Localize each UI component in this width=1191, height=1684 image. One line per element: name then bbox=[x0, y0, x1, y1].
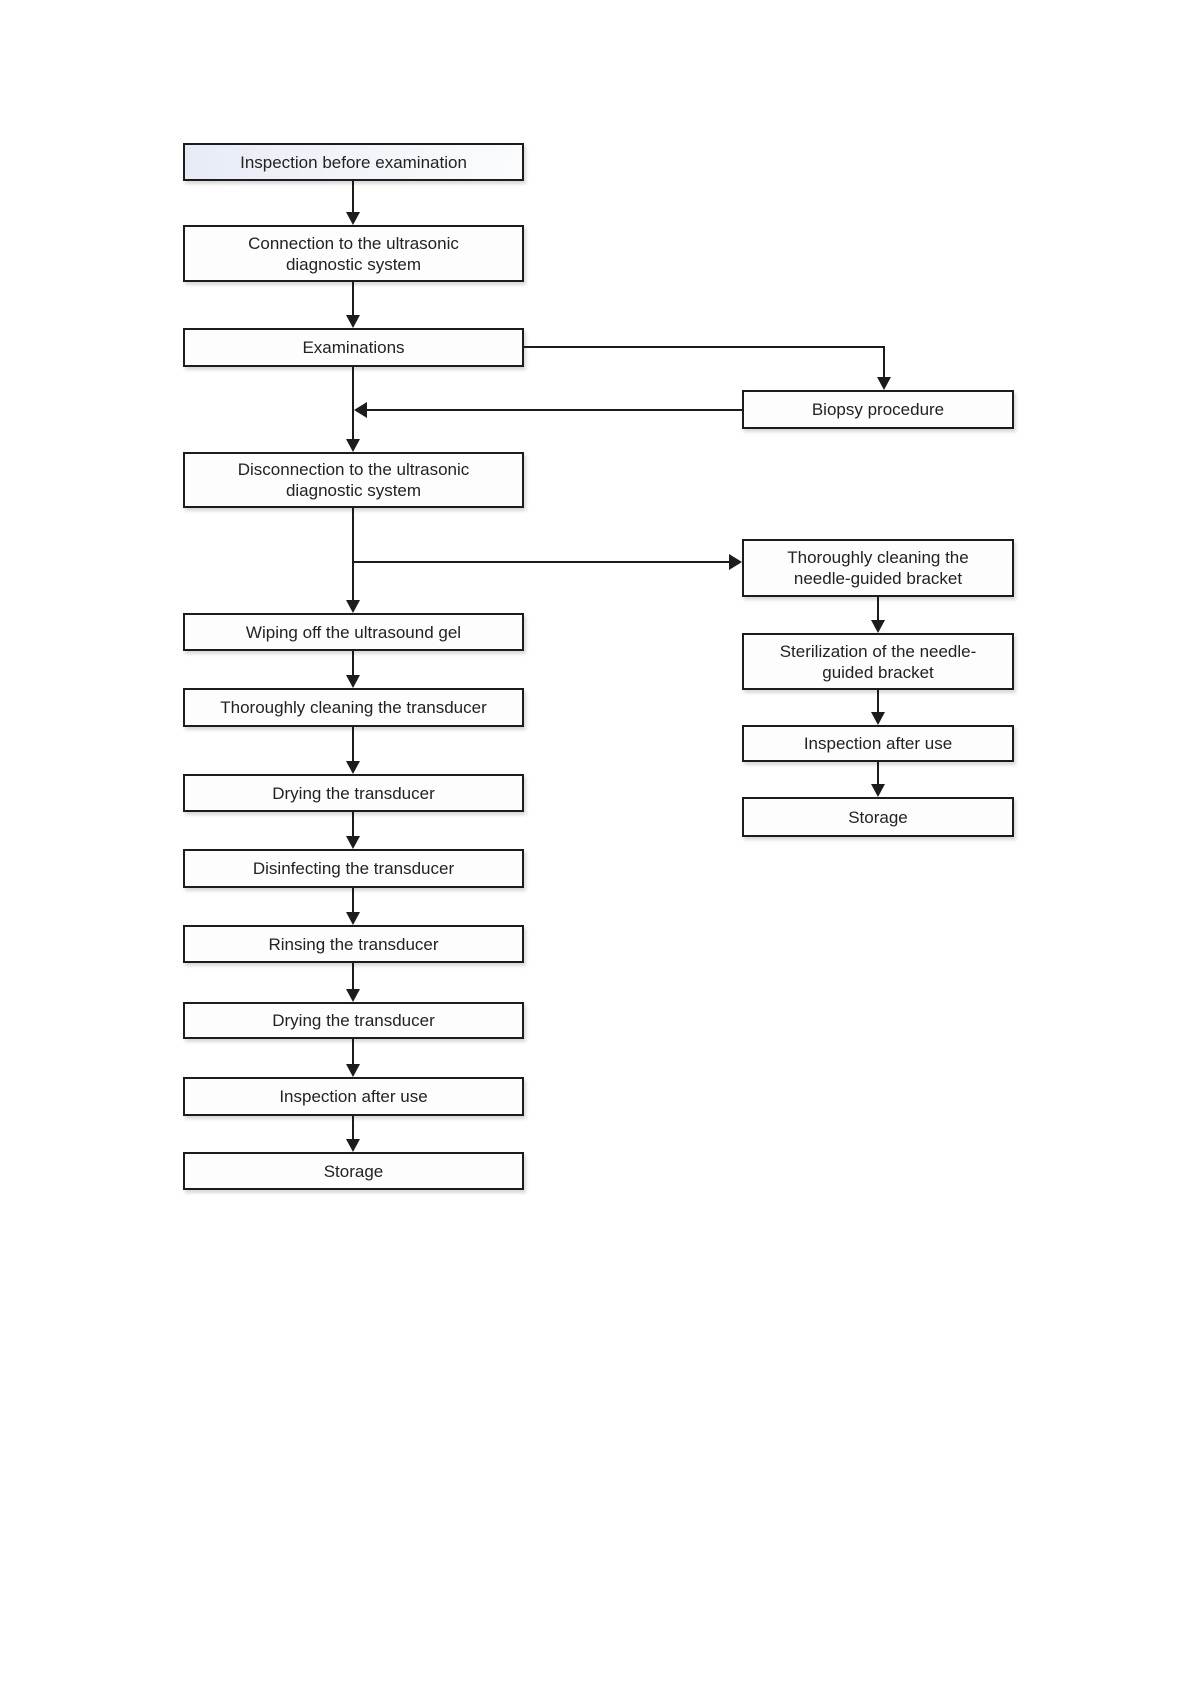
connector-bracket-cleaning-to-sterilization-line bbox=[877, 597, 879, 622]
flow-node-disinfecting-transducer: Disinfecting the transducer bbox=[183, 849, 524, 888]
connector-drying1-to-disinfecting-line bbox=[352, 812, 354, 838]
flow-node-sterilization-needle-guided-bracket: Sterilization of the needle- guided brac… bbox=[742, 633, 1014, 690]
connector-wiping-to-cleaning-line bbox=[352, 651, 354, 677]
flow-node-rinsing-transducer: Rinsing the transducer bbox=[183, 925, 524, 963]
arrowhead-down-icon bbox=[346, 315, 360, 328]
connector-cleaning-to-drying1-line bbox=[352, 727, 354, 763]
arrowhead-down-icon bbox=[346, 439, 360, 452]
arrowhead-down-icon bbox=[346, 212, 360, 225]
arrowhead-down-icon bbox=[346, 600, 360, 613]
arrowhead-down-icon bbox=[877, 377, 891, 390]
connector-examinations-to-disconnection-line bbox=[352, 367, 354, 441]
arrowhead-down-icon bbox=[346, 1139, 360, 1152]
flow-node-examinations: Examinations bbox=[183, 328, 524, 367]
flow-node-connection-to-ultrasonic-system: Connection to the ultrasonic diagnostic … bbox=[183, 225, 524, 282]
connector-biopsy-return-hline bbox=[365, 409, 742, 411]
flow-node-disconnection-to-ultrasonic-system: Disconnection to the ultrasonic diagnost… bbox=[183, 452, 524, 508]
flow-node-drying-transducer-1: Drying the transducer bbox=[183, 774, 524, 812]
arrowhead-down-icon bbox=[871, 712, 885, 725]
connector-inspection-to-connection-line bbox=[352, 181, 354, 214]
flow-node-biopsy-procedure: Biopsy procedure bbox=[742, 390, 1014, 429]
arrowhead-down-icon bbox=[346, 761, 360, 774]
connector-rinsing-to-drying2-line bbox=[352, 963, 354, 991]
connector-disinfecting-to-rinsing-line bbox=[352, 888, 354, 914]
arrowhead-down-icon bbox=[346, 675, 360, 688]
flow-node-thoroughly-cleaning-transducer: Thoroughly cleaning the transducer bbox=[183, 688, 524, 727]
connector-inspection-to-storage-line bbox=[352, 1116, 354, 1141]
arrowhead-down-icon bbox=[346, 1064, 360, 1077]
flow-node-wiping-off-ultrasound-gel: Wiping off the ultrasound gel bbox=[183, 613, 524, 651]
arrowhead-down-icon bbox=[346, 836, 360, 849]
arrowhead-down-icon bbox=[871, 620, 885, 633]
flow-node-inspection-before-examination: Inspection before examination bbox=[183, 143, 524, 181]
flow-node-thoroughly-cleaning-needle-guided-bracket: Thoroughly cleaning the needle-guided br… bbox=[742, 539, 1014, 597]
arrowhead-down-icon bbox=[346, 989, 360, 1002]
flow-node-inspection-after-use-right: Inspection after use bbox=[742, 725, 1014, 762]
flow-node-storage-left: Storage bbox=[183, 1152, 524, 1190]
connector-sterilization-to-inspection-line bbox=[877, 690, 879, 714]
connector-drying2-to-inspection-line bbox=[352, 1039, 354, 1066]
connector-examinations-to-biopsy-vline bbox=[883, 346, 885, 379]
connector-connection-to-examinations-line bbox=[352, 282, 354, 317]
connector-disconnection-to-wiping-line bbox=[352, 508, 354, 602]
arrowhead-left-icon bbox=[354, 402, 367, 418]
connector-inspection-to-storage-right-line bbox=[877, 762, 879, 786]
flow-node-drying-transducer-2: Drying the transducer bbox=[183, 1002, 524, 1039]
flow-node-inspection-after-use-left: Inspection after use bbox=[183, 1077, 524, 1116]
connector-branch-to-bracket-hline bbox=[353, 561, 729, 563]
connector-examinations-to-biopsy-hline bbox=[523, 346, 885, 348]
arrowhead-right-icon bbox=[729, 554, 742, 570]
arrowhead-down-icon bbox=[871, 784, 885, 797]
arrowhead-down-icon bbox=[346, 912, 360, 925]
flow-node-storage-right: Storage bbox=[742, 797, 1014, 837]
